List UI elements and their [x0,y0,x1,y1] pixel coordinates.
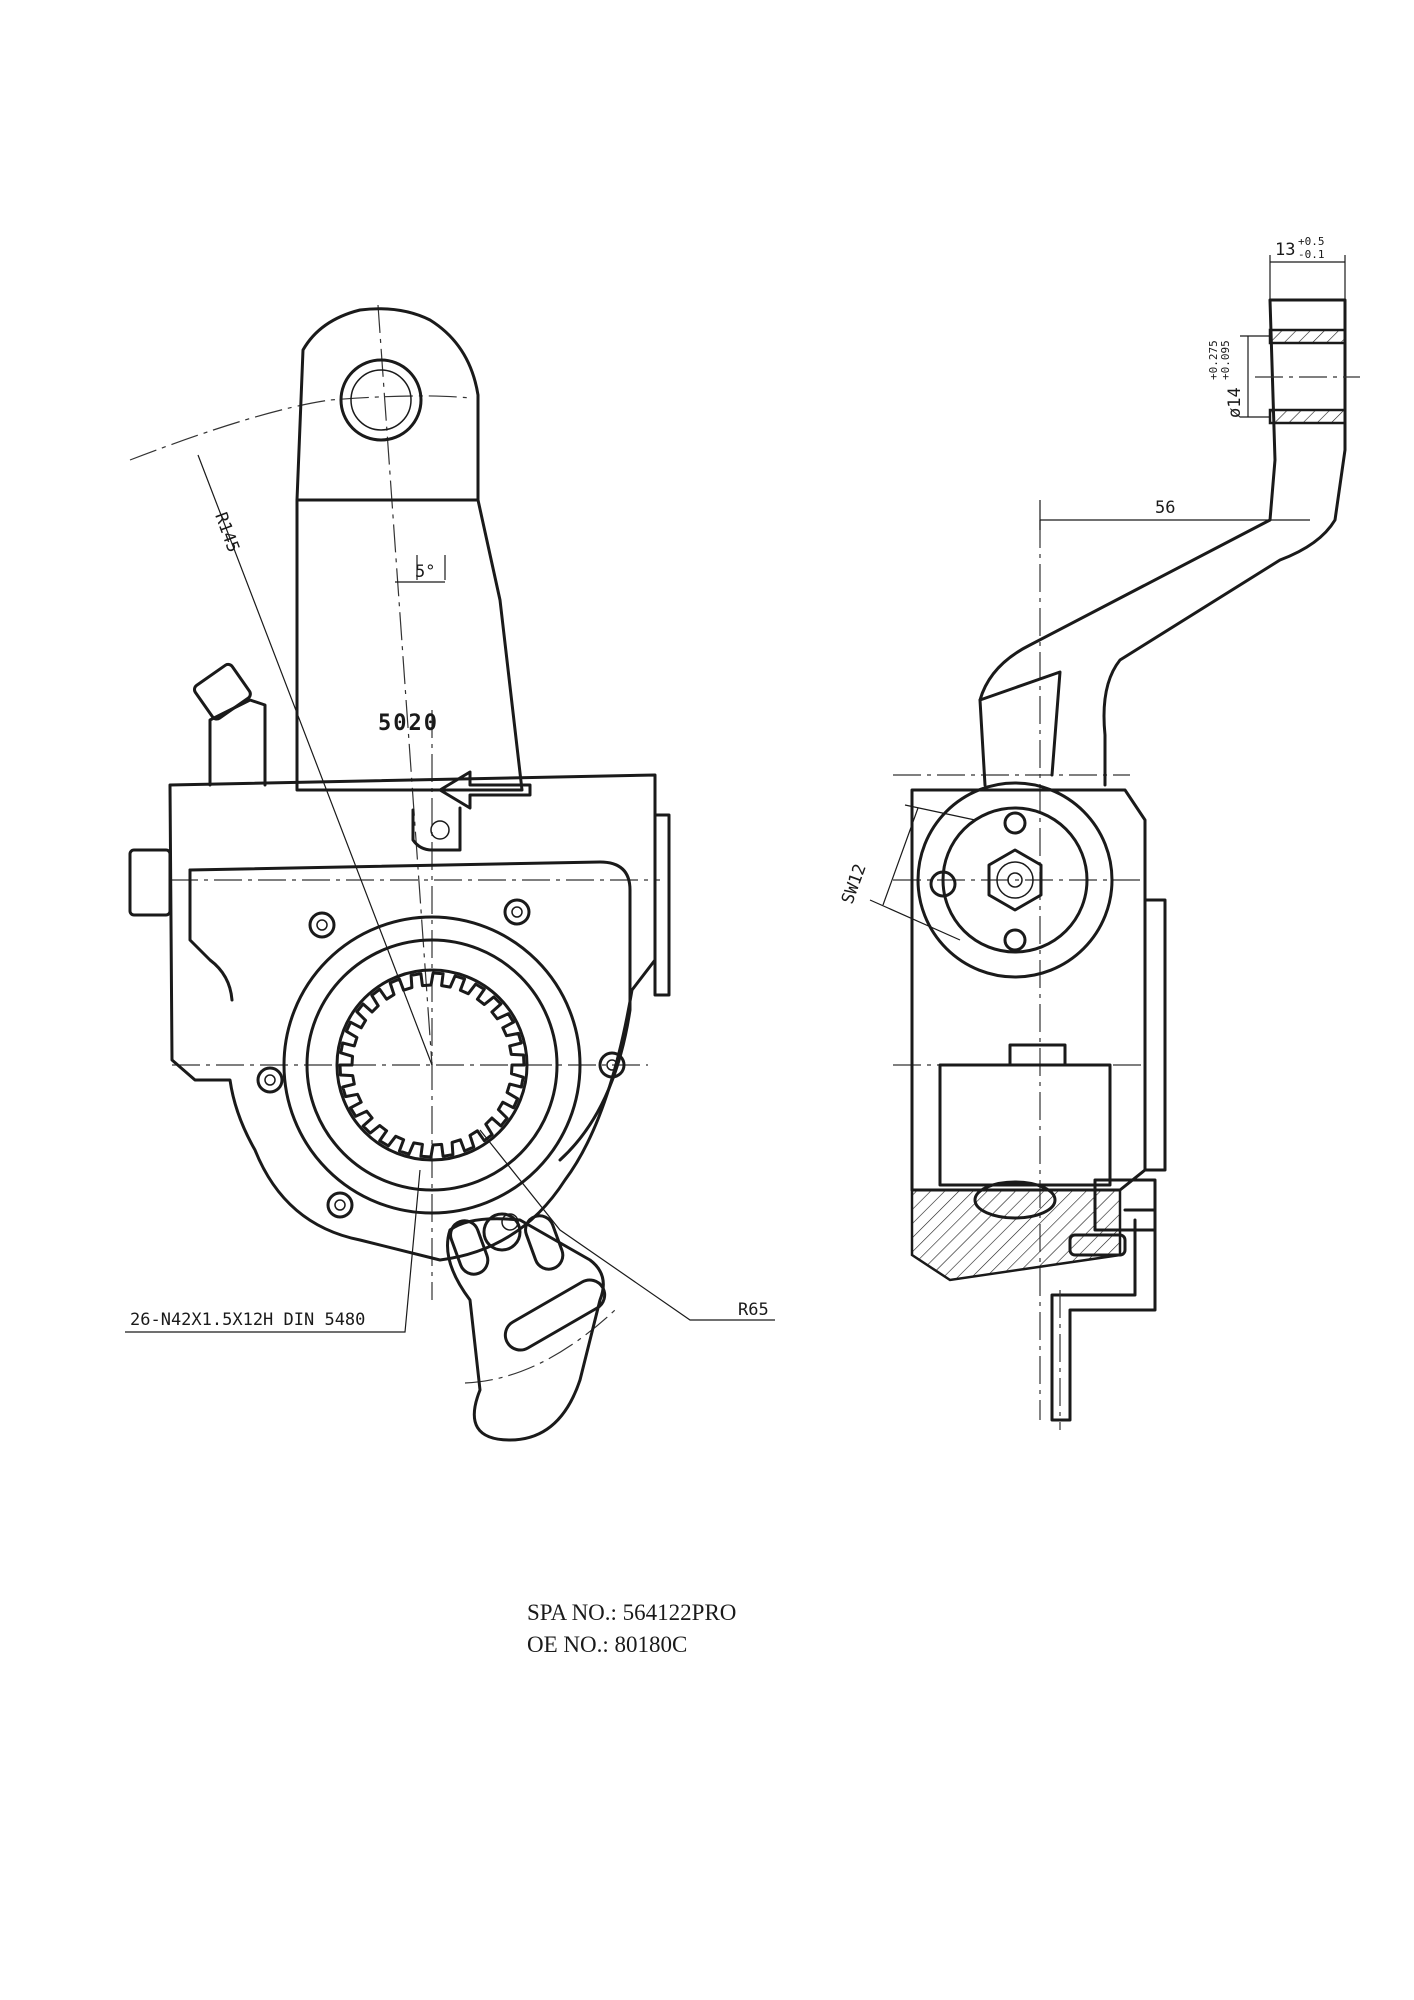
bolt-socket [606,1059,618,1071]
link-pivot [482,1212,522,1252]
bolt-socket [334,1199,346,1211]
link-slot-left [449,1219,490,1276]
sw12-dim-line [882,807,919,906]
r145-label: R145 [210,510,243,555]
side-boss-outer [916,781,1114,979]
r145-leader [197,454,433,1066]
direction-arrow [438,770,532,810]
angle-label: 5° [415,562,435,582]
sw12-ext-top [904,804,976,821]
side-housing-flange [1143,898,1167,1172]
section-bearing [973,1180,1057,1220]
bolt-socket [511,906,523,918]
tab-hole [430,820,450,840]
bracket [1050,1208,1157,1422]
worm-plug [128,848,172,917]
side-boss-inner [941,806,1089,954]
side-bolt-bottom [1003,928,1027,952]
center-line-arm [377,304,433,1066]
spline-teeth [338,971,526,1159]
r65-leader [479,1129,775,1321]
bolt-head [256,1066,284,1094]
side-lever [978,298,1347,787]
lever-hole-outer [339,358,423,442]
side-bolt-top [1003,811,1027,835]
spline-profile [338,971,526,1159]
side-view: 56 13 +0.5 -0.1 ø14 +0.275 +0.095 SW12 [838,235,1360,1430]
hub-inner [335,968,529,1162]
bolt-head [503,898,531,926]
hole-nominal-label: ø14 [1225,387,1245,418]
hub-outer [282,915,582,1215]
control-arm-slot [503,1278,607,1352]
bolt-socket [316,919,328,931]
adjuster-hex-nut [987,848,1043,912]
lever-arm [295,307,524,792]
housing-inner-contour [188,860,632,1162]
control-arm [446,1217,605,1442]
adjuster-shaft-inner [1007,872,1023,888]
side-bolt-left [929,870,957,898]
front-view: R145 5° 5020 26-N42X1.5X12H DIN 5480 R65 [125,304,775,1442]
arrow-tab [411,806,462,852]
lever-hole-inner [350,369,412,431]
housing-left-contour [188,868,234,1002]
section-hatch [910,1188,1122,1282]
grease-nipple-base [208,698,267,787]
wrench-size-label: SW12 [838,861,871,906]
width-tol-upper: +0.5 [1298,235,1325,248]
r65-label: R65 [738,1300,769,1320]
width-nominal-label: 13 [1275,240,1295,260]
hole-tol-upper: +0.275 [1207,340,1220,380]
link-pivot-pin [501,1213,519,1231]
side-lower-body [938,1063,1112,1187]
spline-leader [125,1169,421,1333]
r65-arc [464,1309,616,1384]
bolt-socket [264,1074,276,1086]
sw12-ext-bottom [869,899,961,941]
adjuster-shaft [996,861,1034,899]
grease-nipple [192,662,252,721]
bolt-head [326,1191,354,1219]
oe-number: OE NO.: 80180C [527,1632,688,1657]
hole-tol-lower: +0.095 [1219,340,1232,380]
bolt-head [308,911,336,939]
bushing-hatch-top [1268,328,1347,345]
spa-number: SPA NO.: 564122PRO [527,1600,737,1625]
bolts [256,898,626,1219]
part-number-label: 5020 [378,711,439,736]
housing-right-cap [653,813,671,997]
link-slot-right [524,1214,565,1271]
spline-spec-label: 26-N42X1.5X12H DIN 5480 [130,1310,365,1330]
bushing-hatch-bottom [1268,408,1347,425]
side-lever-web [978,670,1062,777]
side-clip-housing [1093,1178,1157,1232]
width-tol-lower: -0.1 [1298,248,1325,261]
side-grease-plug [1068,1233,1127,1257]
r145-arc [129,395,471,461]
hub-middle [305,938,559,1192]
bolt-head [598,1051,626,1079]
offset-label: 56 [1155,498,1175,518]
side-lower-key [1008,1043,1067,1067]
